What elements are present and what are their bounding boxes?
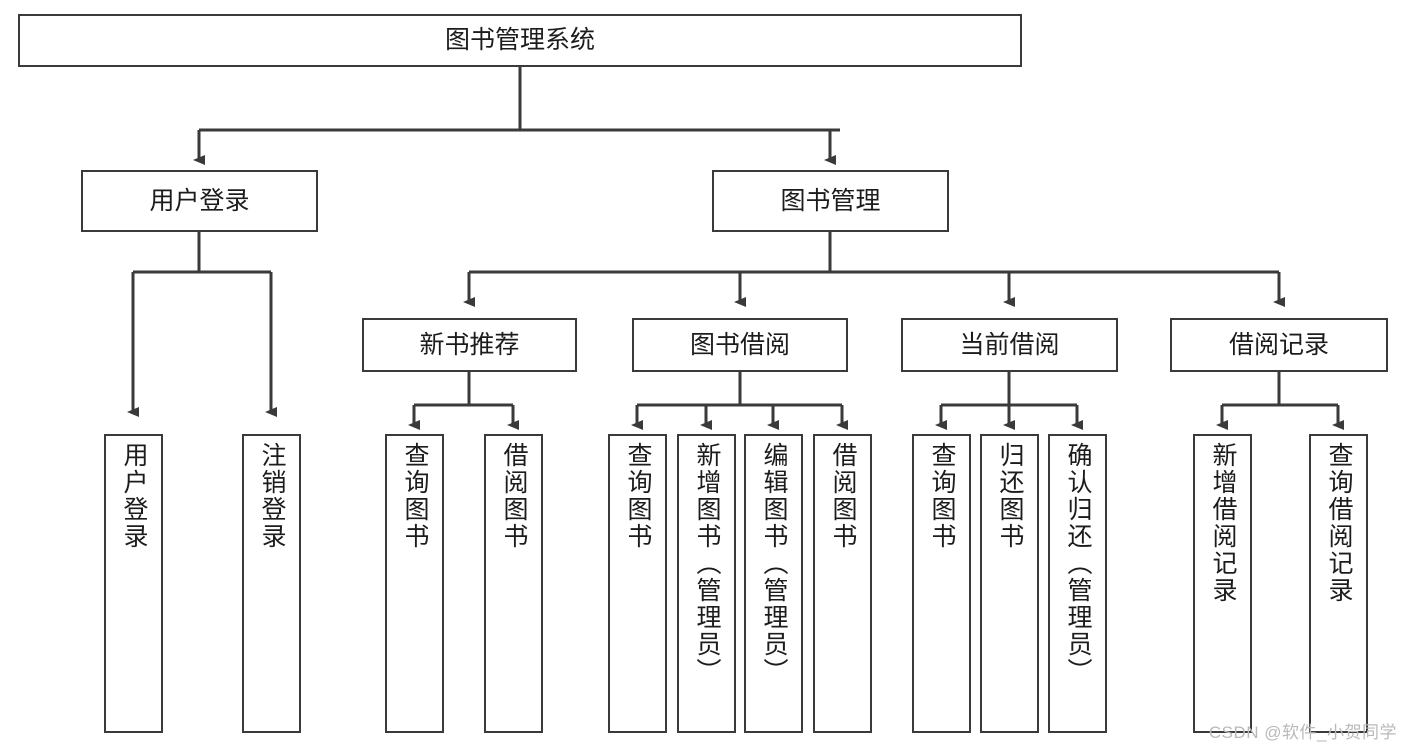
- watermark: CSDN @软件_小贺同学: [1208, 723, 1397, 742]
- node-label: 借阅记录: [1228, 330, 1329, 359]
- leaf-book-borrow-query-book[interactable]: 查询图书: [608, 434, 667, 733]
- node-new-book-recommend[interactable]: 新书推荐: [362, 318, 577, 372]
- node-book-borrow[interactable]: 图书借阅: [632, 318, 848, 372]
- node-label: 查询图书: [624, 442, 652, 550]
- node-label: 图书管理系统: [444, 26, 595, 55]
- node-label: 用户登录: [120, 442, 148, 550]
- leaf-book-borrow-add-book[interactable]: 新增图书（管理员）: [677, 434, 736, 733]
- node-label: 新增借阅记录: [1209, 442, 1237, 604]
- node-label: 新增图书（管理员）: [693, 442, 721, 685]
- leaf-user-login[interactable]: 用户登录: [104, 434, 163, 733]
- leaf-book-borrow-borrow-book[interactable]: 借阅图书: [813, 434, 872, 733]
- node-borrow-record[interactable]: 借阅记录: [1170, 318, 1388, 372]
- node-label: 查询借阅记录: [1325, 442, 1353, 604]
- node-book-management[interactable]: 图书管理: [712, 170, 949, 232]
- node-label: 注销登录: [258, 442, 286, 550]
- leaf-new-books-query-book[interactable]: 查询图书: [385, 434, 444, 733]
- node-label: 确认归还（管理员）: [1064, 442, 1092, 685]
- node-label: 编辑图书（管理员）: [760, 442, 788, 685]
- node-label: 当前借阅: [959, 330, 1060, 359]
- leaf-current-borrow-query-book[interactable]: 查询图书: [912, 434, 971, 733]
- leaf-new-books-borrow-book[interactable]: 借阅图书: [484, 434, 543, 733]
- node-label: 归还图书: [996, 442, 1024, 550]
- node-label: 借阅图书: [500, 442, 528, 550]
- node-label: 新书推荐: [419, 330, 520, 359]
- node-label: 借阅图书: [829, 442, 857, 550]
- leaf-current-borrow-confirm-return[interactable]: 确认归还（管理员）: [1048, 434, 1107, 733]
- node-root-system[interactable]: 图书管理系统: [18, 14, 1022, 67]
- leaf-current-borrow-return-book[interactable]: 归还图书: [980, 434, 1039, 733]
- node-label: 查询图书: [401, 442, 429, 550]
- node-label: 查询图书: [928, 442, 956, 550]
- node-current-borrow[interactable]: 当前借阅: [901, 318, 1118, 372]
- node-label: 图书借阅: [689, 330, 790, 359]
- leaf-logout[interactable]: 注销登录: [242, 434, 301, 733]
- leaf-book-borrow-edit-book[interactable]: 编辑图书（管理员）: [744, 434, 803, 733]
- node-label: 图书管理: [780, 186, 881, 215]
- leaf-borrow-record-add[interactable]: 新增借阅记录: [1193, 434, 1252, 733]
- node-label: 用户登录: [149, 186, 250, 215]
- leaf-borrow-record-query[interactable]: 查询借阅记录: [1309, 434, 1368, 733]
- node-user-login[interactable]: 用户登录: [81, 170, 318, 232]
